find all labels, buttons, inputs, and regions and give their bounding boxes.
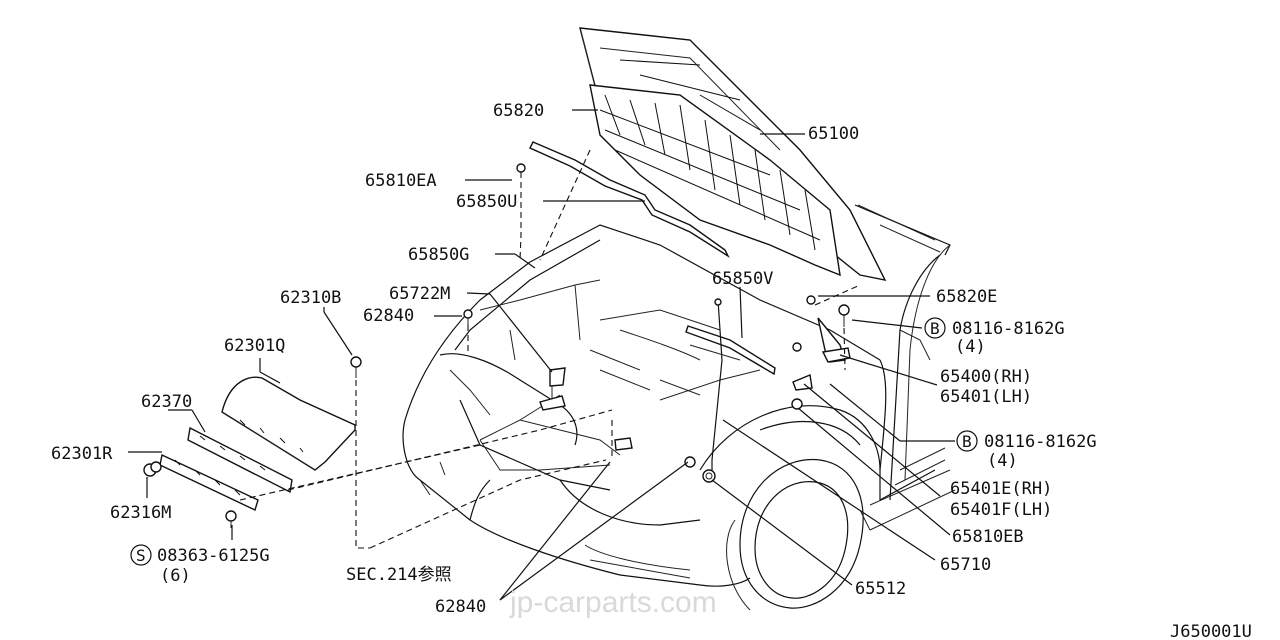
b-symbol-2: B bbox=[962, 432, 972, 451]
label-08116-upper: 08116-8162G bbox=[952, 319, 1065, 339]
s-symbol-circle bbox=[130, 544, 152, 566]
bracket-62370 bbox=[187, 426, 293, 494]
finisher-62301q bbox=[221, 376, 356, 471]
label-65100: 65100 bbox=[808, 124, 859, 144]
label-65710: 65710 bbox=[940, 555, 991, 575]
hood-seal-65850u bbox=[529, 141, 730, 258]
part-labels: 65820 65100 65810EA 65850U 65850G 65850V… bbox=[51, 101, 1097, 617]
dashed-lines bbox=[239, 149, 861, 549]
b-symbol-circle-2 bbox=[956, 430, 978, 452]
label-65810ea: 65810EA bbox=[365, 171, 437, 191]
screw-08363 bbox=[225, 510, 237, 528]
label-08116-lower-qty: (4) bbox=[987, 451, 1018, 471]
label-62301q: 62301Q bbox=[224, 336, 285, 356]
car-body bbox=[402, 204, 956, 611]
label-62840-bottom: 62840 bbox=[435, 597, 486, 617]
label-65850v: 65850V bbox=[712, 269, 773, 289]
label-08116-upper-qty: (4) bbox=[955, 337, 986, 357]
clip-62310b bbox=[350, 356, 362, 378]
hood-support-rod-65710 bbox=[711, 298, 723, 478]
hood-hinge-65400 bbox=[792, 317, 851, 391]
label-65820e: 65820E bbox=[936, 287, 997, 307]
striker bbox=[614, 437, 633, 451]
watermark: jp-carparts.com bbox=[509, 586, 717, 619]
label-65401: 65401(LH) bbox=[940, 387, 1032, 407]
label-65810eb: 65810EB bbox=[952, 527, 1024, 547]
label-65401f: 65401F(LH) bbox=[950, 500, 1052, 520]
s-symbol: S bbox=[136, 546, 146, 565]
label-62370: 62370 bbox=[141, 392, 192, 412]
label-65512: 65512 bbox=[855, 579, 906, 599]
clip-62316m bbox=[143, 461, 162, 477]
label-65850g: 65850G bbox=[408, 245, 469, 265]
grille-62301r bbox=[159, 453, 259, 511]
label-62310b: 62310B bbox=[280, 288, 341, 308]
hood-insulator-65820 bbox=[589, 59, 841, 277]
hood-seal-65850v bbox=[685, 325, 776, 376]
label-08363-qty: (6) bbox=[160, 566, 191, 586]
b-symbol-1: B bbox=[930, 319, 940, 338]
label-65850u: 65850U bbox=[456, 192, 517, 212]
label-65401e: 65401E(RH) bbox=[950, 479, 1052, 499]
label-65820: 65820 bbox=[493, 101, 544, 121]
diagram-id: J650001U bbox=[1170, 622, 1252, 640]
label-62840-top: 62840 bbox=[363, 306, 414, 326]
label-08363: 08363-6125G bbox=[157, 546, 270, 566]
label-08116-lower: 08116-8162G bbox=[984, 432, 1097, 452]
b-symbol-circle-1 bbox=[924, 317, 946, 339]
label-65400: 65400(RH) bbox=[940, 367, 1032, 387]
label-62316m: 62316M bbox=[110, 503, 171, 523]
label-65722m: 65722M bbox=[389, 284, 450, 304]
label-sec214: SEC.214参照 bbox=[346, 565, 452, 585]
hood-lock-65722m bbox=[539, 367, 566, 411]
leader-lines bbox=[128, 109, 955, 601]
label-62301r: 62301R bbox=[51, 444, 113, 464]
